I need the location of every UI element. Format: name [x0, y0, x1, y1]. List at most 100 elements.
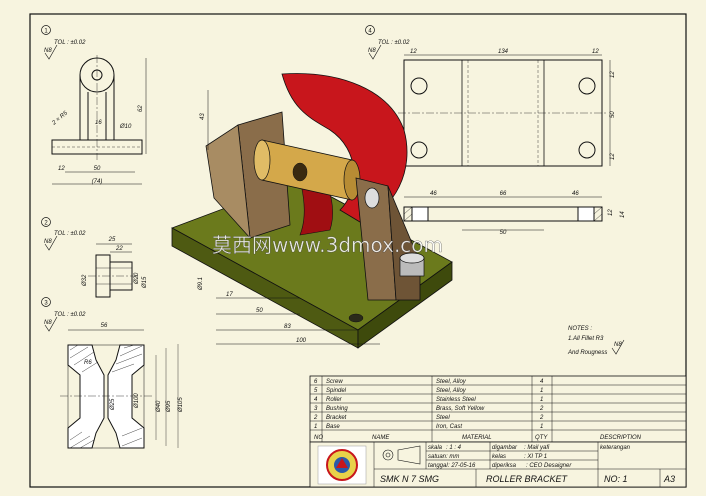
view-4-roughness: N8 — [368, 48, 376, 54]
header-qty: QTY — [535, 435, 548, 441]
view-1-dim-hole: Ø10 — [119, 124, 132, 130]
part-material: Steel — [436, 415, 450, 421]
view-4-dim-66: 66 — [500, 191, 507, 197]
view-4-number: 4 — [368, 29, 372, 35]
part-qty: 1 — [540, 424, 543, 430]
label-skala: skala — [428, 445, 443, 451]
view-3-roughness: N8 — [44, 320, 52, 326]
drawing-title: ROLLER BRACKET — [486, 474, 569, 484]
view-1-number: 1 — [44, 29, 48, 35]
header-name: NAME — [372, 435, 390, 441]
view-3-dim-d25: Ø25 — [110, 398, 116, 411]
watermark-text: 莫西网www.3dmox.com — [212, 233, 443, 257]
view-4-dim-12e: 12 — [608, 209, 614, 216]
projection-symbol-icon — [382, 445, 421, 465]
view-2-dim-d20: Ø20 — [134, 272, 140, 285]
view-3-dim-d105: Ø105 — [178, 397, 184, 413]
notes-block: NOTES : 1.All Fillet R3 And Rougness N8 — [567, 326, 625, 356]
iso-dim-50: 50 — [256, 308, 263, 314]
part-name: Roller — [326, 397, 343, 403]
part-name: Spindel — [326, 388, 347, 394]
view-2-dim-22: 22 — [115, 246, 123, 252]
part-qty: 4 — [540, 379, 544, 385]
notes-line-2: And Rougness — [567, 350, 607, 356]
roughness-icon — [44, 316, 58, 332]
notes-roughness: N8 — [614, 342, 622, 348]
part-no: 5 — [314, 388, 318, 394]
view-4-dim-14: 14 — [620, 211, 626, 218]
title-block: skala : 1 : 4 digambar : Mail yafi keter… — [309, 441, 687, 488]
roughness-icon — [44, 44, 58, 60]
roughness-icon — [368, 44, 382, 60]
view-1-dim-width: 50 — [94, 166, 101, 172]
view-2-dim-25: 25 — [108, 237, 116, 243]
label-diperiksa: diperiksa — [492, 463, 517, 469]
value-kelas: : XI TP 1 — [524, 454, 547, 460]
view-4-dim-12b: 12 — [592, 49, 599, 55]
notes-title: NOTES : — [568, 326, 592, 332]
view-3-dim-d95: Ø95 — [166, 400, 172, 413]
notes-line-1: 1.All Fillet R3 — [568, 336, 604, 342]
header-description: DESCRIPTION — [600, 435, 642, 441]
view-3-dim-d40: Ø40 — [156, 400, 162, 413]
part-qty: 1 — [540, 388, 543, 394]
part-qty: 2 — [539, 415, 544, 421]
view-2-dim-d15: Ø15 — [142, 276, 148, 289]
view-1-bracket: 1 TOL : ±0.02 N8 50 (74) 12 16 62 2 × R5… — [41, 25, 147, 185]
view-3-dim-r6: R6 — [84, 360, 92, 366]
view-2-dim-d32: Ø32 — [82, 274, 88, 287]
view-1-dim-height: 62 — [138, 105, 144, 112]
label-keterangan: keterangan — [600, 445, 631, 451]
isometric-assembly: 17 50 83 100 43 Ø9.1 — [171, 73, 453, 349]
view-4-dim-46b: 46 — [572, 191, 579, 197]
label-digambar: digambar — [492, 445, 518, 451]
view-3-roller: 3 TOL : ±0.02 N8 56 R6 Ø25 Ø40 Ø95 Ø105 … — [41, 297, 184, 449]
part-name: Bushing — [326, 406, 348, 412]
view-4-tol: TOL : ±0.02 — [378, 40, 410, 46]
part-no: 3 — [314, 406, 318, 412]
value-digambar: : Mail yafi — [524, 445, 550, 451]
part-name: Bracket — [326, 415, 347, 421]
part-no: 1 — [314, 424, 317, 430]
view-1-dim-total: (74) — [92, 179, 103, 185]
view-4-dim-12d: 12 — [610, 153, 616, 160]
part-qty: 1 — [540, 397, 543, 403]
view-1-roughness: N8 — [44, 48, 52, 54]
roughness-icon — [611, 339, 625, 355]
parts-header: NO NAME MATERIAL QTY DESCRIPTION — [314, 435, 642, 441]
view-4-dim-134: 134 — [498, 49, 509, 55]
sheet-size: A3 — [663, 474, 675, 484]
view-3-tol: TOL : ±0.02 — [54, 312, 86, 318]
view-1-dim-r5: 2 × R5 — [51, 110, 70, 127]
view-4-base: 4 TOL : ±0.02 N8 12 134 12 12 50 12 46 6… — [365, 25, 626, 236]
header-no: NO — [314, 435, 323, 441]
part-name: Base — [326, 424, 340, 430]
header-material: MATERIAL — [462, 435, 492, 441]
parts-table — [309, 375, 687, 443]
view-2-tol: TOL : ±0.02 — [54, 231, 86, 237]
part-material: Steel, Alloy — [436, 388, 467, 394]
part-material: Brass, Soft Yellow — [436, 406, 485, 412]
view-4-dim-50: 50 — [610, 111, 616, 118]
view-3-dim-56: 56 — [101, 323, 108, 329]
view-3-number: 3 — [44, 301, 48, 307]
part-material: Stainless Steel — [436, 397, 476, 403]
part-no: 2 — [313, 415, 318, 421]
view-4-dim-50b: 50 — [500, 230, 507, 236]
value-diperiksa: : CEO Desaigner — [526, 463, 572, 469]
drawing-number: NO: 1 — [604, 474, 628, 484]
value-tanggal: : 27-05-16 — [448, 463, 476, 469]
iso-dim-83: 83 — [284, 324, 291, 330]
label-satuan: satuan — [428, 454, 447, 460]
part-no: 6 — [314, 379, 318, 385]
view-3-dim-d100: Ø100 — [134, 393, 140, 409]
part-name: Screw — [326, 379, 343, 385]
part-no: 4 — [314, 397, 318, 403]
value-satuan: : mm — [446, 454, 459, 460]
view-4-dim-12a: 12 — [410, 49, 417, 55]
iso-dim-d9: Ø9.1 — [198, 277, 204, 291]
label-tanggal: tanggal — [428, 463, 448, 469]
